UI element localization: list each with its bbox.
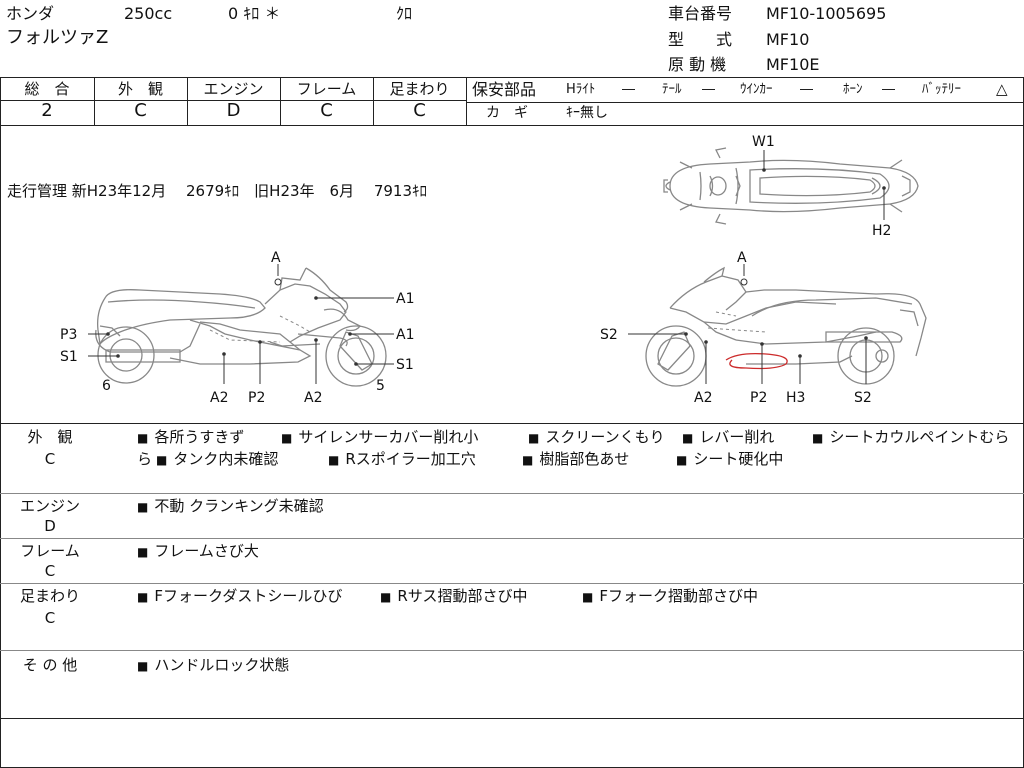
remark-item: サイレンサーカバー削れ小 (281, 428, 478, 447)
remark-item: 樹脂部色あせ (522, 450, 629, 469)
label-left-s1-right: S1 (396, 357, 414, 373)
grade-value-frame: C (320, 100, 333, 121)
safety-winker-name: ｳｲﾝｶｰ (740, 82, 773, 97)
safety-headlight-value: ― (622, 82, 635, 97)
safety-battery-value: △ (996, 80, 1008, 98)
remark-item: Rサス摺動部さび中 (380, 587, 527, 606)
key-label: カ ギ (486, 105, 528, 121)
safety-tail-value: ― (702, 82, 715, 97)
scooter-left-view: A A1 P3 A1 S1 S1 6 5 A2 P2 A2 (60, 250, 414, 406)
safety-headlight-name: Hﾗｲﾄ (566, 82, 596, 97)
grade-header-frame: フレーム (296, 80, 357, 98)
remark-grade-exterior: C (44, 450, 56, 468)
remark-item: Fフォーク摺動部さび中 (582, 587, 758, 606)
remark-item: 各所うすきず (137, 428, 244, 447)
key-value: ｷｰ無し (566, 105, 608, 121)
model-code: MF10 (766, 30, 810, 49)
label-right-a: A (737, 250, 747, 266)
scooter-top-view: W1 H2 (663, 134, 919, 239)
remark-grade-frame: C (44, 562, 56, 580)
label-left-a2-right: A2 (304, 390, 322, 406)
displacement: 250cc (124, 4, 173, 23)
grade-value-overall: 2 (41, 100, 53, 121)
grade-header-engine: エンジン (203, 80, 264, 98)
safety-tail-name: ﾃｰﾙ (662, 82, 682, 97)
safety-label: 保安部品 (472, 80, 537, 99)
grade-header-overall: 総 合 (24, 80, 70, 98)
mileage-note: 走行管理 新H23年12月 2679ｷﾛ 旧H23年 6月 7913ｷﾛ (7, 182, 428, 200)
remark-item-wrap: ら (137, 450, 153, 468)
remark-item: Fフォークダストシールひび (137, 587, 342, 606)
remark-item: スクリーンくもり (528, 428, 664, 447)
color: ｸﾛ (396, 4, 413, 23)
label-left-a: A (271, 250, 281, 266)
remark-category-engine: エンジン (19, 497, 80, 515)
label-left-s1-left: S1 (60, 349, 78, 365)
label-left-6: 6 (102, 378, 111, 394)
label-right-s2-left: S2 (600, 327, 618, 343)
remark-item: フレームさび大 (137, 542, 259, 561)
label-right-p2: P2 (750, 390, 767, 406)
remark-category-other: そ の 他 (22, 656, 78, 674)
label-left-a1-lower: A1 (396, 327, 414, 343)
grade-value-engine: D (226, 100, 241, 121)
safety-winker-value: ― (800, 82, 813, 97)
remark-item: タンク内未確認 (156, 450, 278, 469)
label-left-p3: P3 (60, 327, 77, 343)
remark-item: レバー削れ (682, 428, 774, 447)
engine-code: MF10E (766, 55, 820, 74)
remark-category-exterior: 外 観 (27, 428, 73, 446)
label-w1: W1 (752, 134, 775, 150)
label-h2: H2 (872, 223, 891, 239)
grade-header-exterior: 外 観 (117, 80, 163, 98)
label-left-p2: P2 (248, 390, 265, 406)
remark-grade-engine: D (44, 517, 56, 535)
label-left-5: 5 (376, 378, 385, 394)
remark-category-frame: フレーム (20, 542, 80, 560)
remark-item: シート硬化中 (676, 450, 783, 469)
mileage: 0 ｷﾛ ＊ (228, 4, 281, 23)
remark-item: シートカウルペイントむら (812, 428, 1009, 447)
remark-item: ハンドルロック状態 (137, 656, 289, 675)
model-name: フォルツァZ (6, 27, 109, 48)
label-left-a2-left: A2 (210, 390, 228, 406)
safety-battery-name: ﾊﾞｯﾃﾘｰ (922, 82, 961, 97)
remark-grade-suspension: C (44, 609, 56, 627)
label-right-a2: A2 (694, 390, 712, 406)
remark-item: Rスポイラー加工穴 (328, 450, 475, 469)
maker: ホンダ (6, 4, 55, 23)
label-right-h3: H3 (786, 390, 805, 406)
grade-value-exterior: C (134, 100, 147, 121)
engine-label: 原 動 機 (668, 55, 727, 74)
remark-category-suspension: 足まわり (19, 587, 80, 605)
scooter-right-view: A S2 A2 P2 H3 S2 (600, 250, 927, 406)
grade-value-suspension: C (413, 100, 426, 121)
label-left-a1-upper: A1 (396, 291, 414, 307)
safety-horn-value: ― (882, 82, 895, 97)
grade-header-suspension: 足まわり (389, 80, 450, 98)
frame-no: MF10-1005695 (766, 4, 887, 23)
frame-no-label: 車台番号 (668, 4, 733, 23)
model-code-label: 型 式 (668, 30, 733, 49)
remark-item: 不動 クランキング未確認 (137, 497, 323, 516)
safety-horn-name: ﾎｰﾝ (843, 82, 863, 97)
label-right-s2-right: S2 (854, 390, 872, 406)
damage-mark-circle (725, 352, 788, 370)
